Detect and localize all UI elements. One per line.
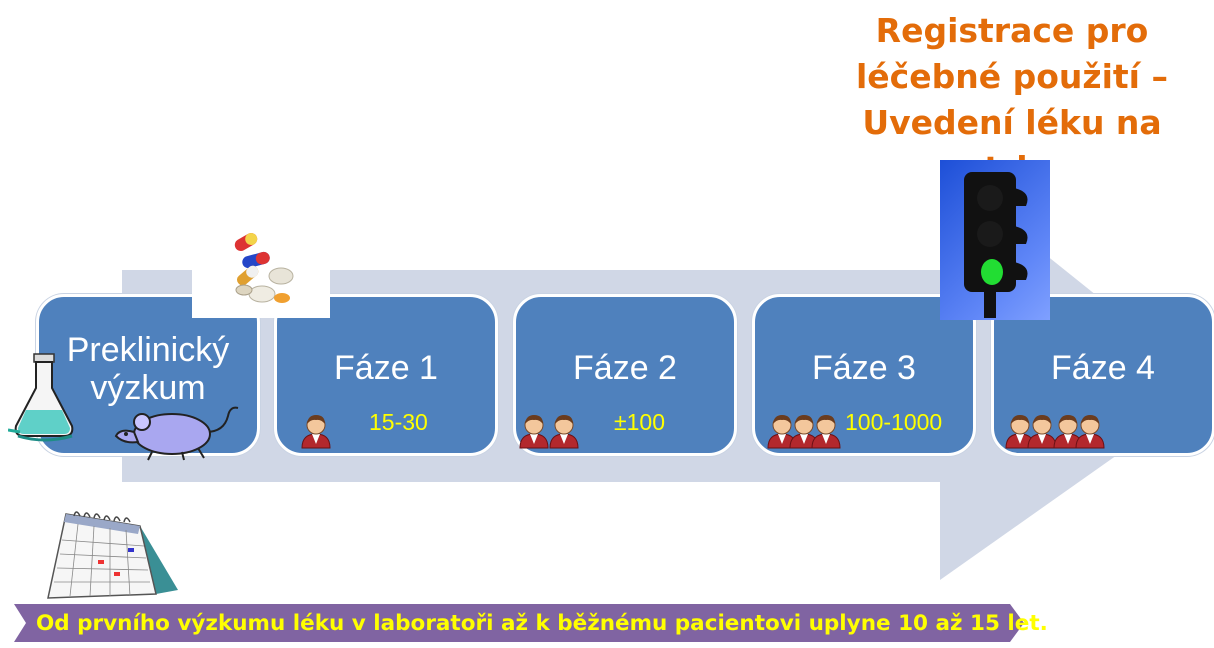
traffic-light-box [940, 160, 1050, 320]
stage-title: Fáze 1 [334, 349, 438, 387]
person-icon [811, 414, 841, 449]
mouse-icon [114, 406, 239, 461]
stage-title: Preklinický výzkum [39, 331, 257, 407]
stage-phase-2: Fáze 2 ±100 [513, 294, 737, 456]
traffic-light-icon [964, 172, 1028, 318]
pills-box [192, 228, 330, 318]
stage-title: Fáze 3 [812, 349, 916, 387]
participant-count: 15-30 [369, 409, 428, 435]
person-icon [1075, 414, 1105, 449]
banner-text: Od prvního výzkumu léku v laboratoři až … [36, 611, 1048, 636]
participant-count: ±100 [614, 409, 665, 435]
participant-count: 100-1000 [845, 409, 943, 435]
calendar-icon [47, 511, 178, 599]
stage-title-line-1: Preklinický [66, 331, 230, 369]
timeline-banner [14, 604, 1024, 642]
person-icon [549, 414, 579, 449]
stage-title: Fáze 4 [1051, 349, 1155, 387]
stage-title-line-2: výzkum [90, 369, 206, 407]
person-icon [519, 414, 549, 449]
registration-line-1: Registrace pro [875, 11, 1149, 50]
pills-icon [234, 233, 294, 303]
registration-line-2: léčebné použití – [855, 57, 1168, 96]
stage-title: Fáze 2 [573, 349, 677, 387]
flask-icon [8, 353, 74, 442]
person-icon [301, 414, 331, 449]
